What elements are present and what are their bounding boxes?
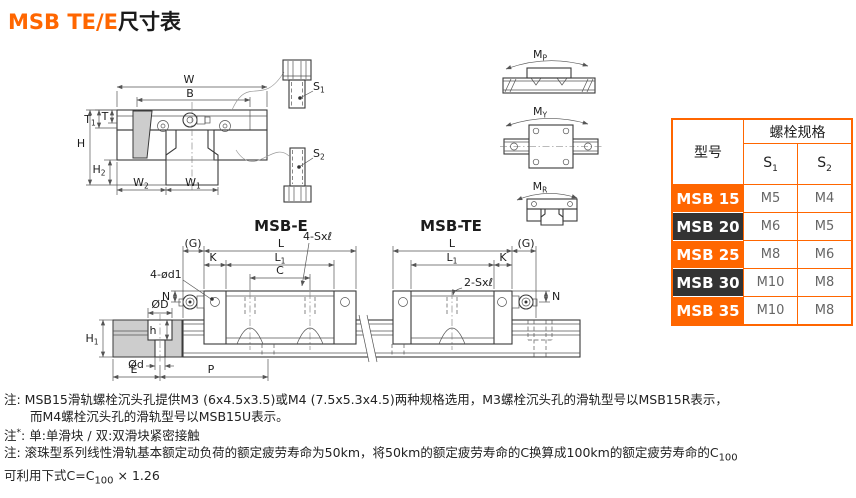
- model-cell: MSB 20: [673, 213, 743, 241]
- dim-b: B: [186, 87, 194, 100]
- dim-h1: H1: [85, 332, 98, 347]
- model-cell: MSB 15: [673, 185, 743, 213]
- label-s2: S2: [313, 147, 325, 162]
- s2-value: M8: [797, 269, 851, 297]
- s2-value: M5: [797, 213, 851, 241]
- table-row: MSB 20 M6 M5: [673, 213, 851, 241]
- dim-l1-te: L1: [447, 251, 458, 266]
- dim-od-small: Ød: [128, 358, 144, 371]
- table-row: MSB 30 M10 M8: [673, 269, 851, 297]
- mount-hole: [157, 120, 169, 132]
- title-series: MSB TE/E: [8, 10, 119, 34]
- moment-views: MP MY MR: [500, 48, 602, 226]
- dim-w2: W2: [133, 176, 149, 191]
- dim-n-left: N: [162, 290, 170, 303]
- dim-t1: T1: [83, 113, 96, 128]
- col-header-bolt-spec: 螺栓规格: [743, 120, 851, 144]
- dim-k-e: K: [209, 251, 217, 264]
- technical-drawing: W B T1 T H H2: [77, 48, 602, 381]
- label-mr: MR: [533, 180, 548, 195]
- grease-nipple: [182, 112, 198, 128]
- label-s1: S1: [313, 80, 325, 95]
- model-cell: MSB 35: [673, 297, 743, 324]
- label-2-sxl: 2-Sxℓ: [464, 276, 493, 289]
- table-row: MSB 35 M10 M8: [673, 297, 851, 324]
- note-line-4: 注: 滚珠型系列线性滑轨基本额定动负荷的额定疲劳寿命为50km，将50km的额定…: [4, 445, 738, 464]
- dim-g-right: (G): [517, 237, 534, 250]
- carriage-msb-te: [392, 290, 538, 350]
- dim-e: E: [131, 363, 138, 376]
- s1-value: M10: [743, 269, 797, 297]
- view-title-msb-e: MSB-E: [254, 217, 308, 235]
- s1-value: M8: [743, 241, 797, 269]
- table-row: MSB 25 M8 M6: [673, 241, 851, 269]
- s1-value: M5: [743, 185, 797, 213]
- s2-value: M4: [797, 185, 851, 213]
- dim-h-depth: h: [150, 324, 157, 337]
- note-line-3: 注*: 单:单滑块 / 双:双滑块紧密接触: [4, 428, 200, 444]
- label-4-sxl: 4-Sxℓ: [303, 230, 332, 243]
- label-my: MY: [533, 105, 548, 120]
- dim-w: W: [184, 73, 195, 86]
- bolt-spec-table: 型号 螺栓规格 S1 S2 MSB 15 M5 M4 MSB 20 M6 M5 …: [671, 118, 853, 326]
- label-mp: MP: [533, 48, 548, 63]
- table-row: MSB 15 M5 M4: [673, 185, 851, 213]
- rail-cross-section: [112, 314, 183, 363]
- model-cell: MSB 30: [673, 269, 743, 297]
- dim-g-left: (G): [184, 237, 201, 250]
- note-line-2: 而M4螺栓沉头孔的滑轨型号以MSB15U表示。: [30, 409, 289, 424]
- dim-h: H: [77, 137, 85, 150]
- bolt-s2: S2: [283, 147, 325, 203]
- carriage-msb-e: [178, 290, 357, 350]
- dim-od-big: ØD: [151, 298, 168, 311]
- s1-value: M10: [743, 297, 797, 324]
- dim-h2: H2: [92, 163, 105, 178]
- col-header-s2: S2: [797, 144, 851, 185]
- view-title-msb-te: MSB-TE: [420, 217, 482, 235]
- page-title: MSB TE/E尺寸表: [8, 6, 181, 36]
- label-4-od1: 4-ød1: [150, 268, 182, 281]
- assembly-drawing: MSB-E MSB-TE (G) L K L1 C 4-Sxℓ 4-ød1: [85, 217, 581, 381]
- bolt-s1: S1: [282, 59, 325, 109]
- dim-p: P: [208, 363, 215, 376]
- footnotes: 注: MSB15滑轨螺栓沉头孔提供M3 (6x4.5x3.5)或M4 (7.5x…: [4, 391, 852, 489]
- mount-hole: [219, 120, 231, 132]
- note-line-1: 注: MSB15滑轨螺栓沉头孔提供M3 (6x4.5x3.5)或M4 (7.5x…: [4, 392, 728, 407]
- s2-value: M6: [797, 241, 851, 269]
- dim-l-te: L: [449, 237, 456, 250]
- rail-bolt-holes: [261, 320, 553, 357]
- dim-l1-e: L1: [275, 251, 286, 266]
- dim-t: T: [101, 110, 109, 123]
- note-line-5: 可利用下式C=C100 × 1.26: [4, 467, 160, 487]
- front-view-drawing: W B T1 T H H2: [77, 71, 290, 195]
- dim-w1: W1: [185, 176, 201, 191]
- rail-side-view: [182, 319, 581, 358]
- section-shading: [132, 110, 153, 159]
- col-header-s1: S1: [743, 144, 797, 185]
- title-suffix: 尺寸表: [118, 10, 182, 34]
- model-cell: MSB 25: [673, 241, 743, 269]
- s1-value: M6: [743, 213, 797, 241]
- s2-value: M8: [797, 297, 851, 324]
- dim-n-right: N: [552, 290, 560, 303]
- col-header-model: 型号: [673, 120, 743, 185]
- rail-break-mark: [358, 314, 378, 363]
- dim-l-e: L: [278, 237, 285, 250]
- dim-c: C: [276, 264, 284, 277]
- dim-k-te: K: [499, 251, 507, 264]
